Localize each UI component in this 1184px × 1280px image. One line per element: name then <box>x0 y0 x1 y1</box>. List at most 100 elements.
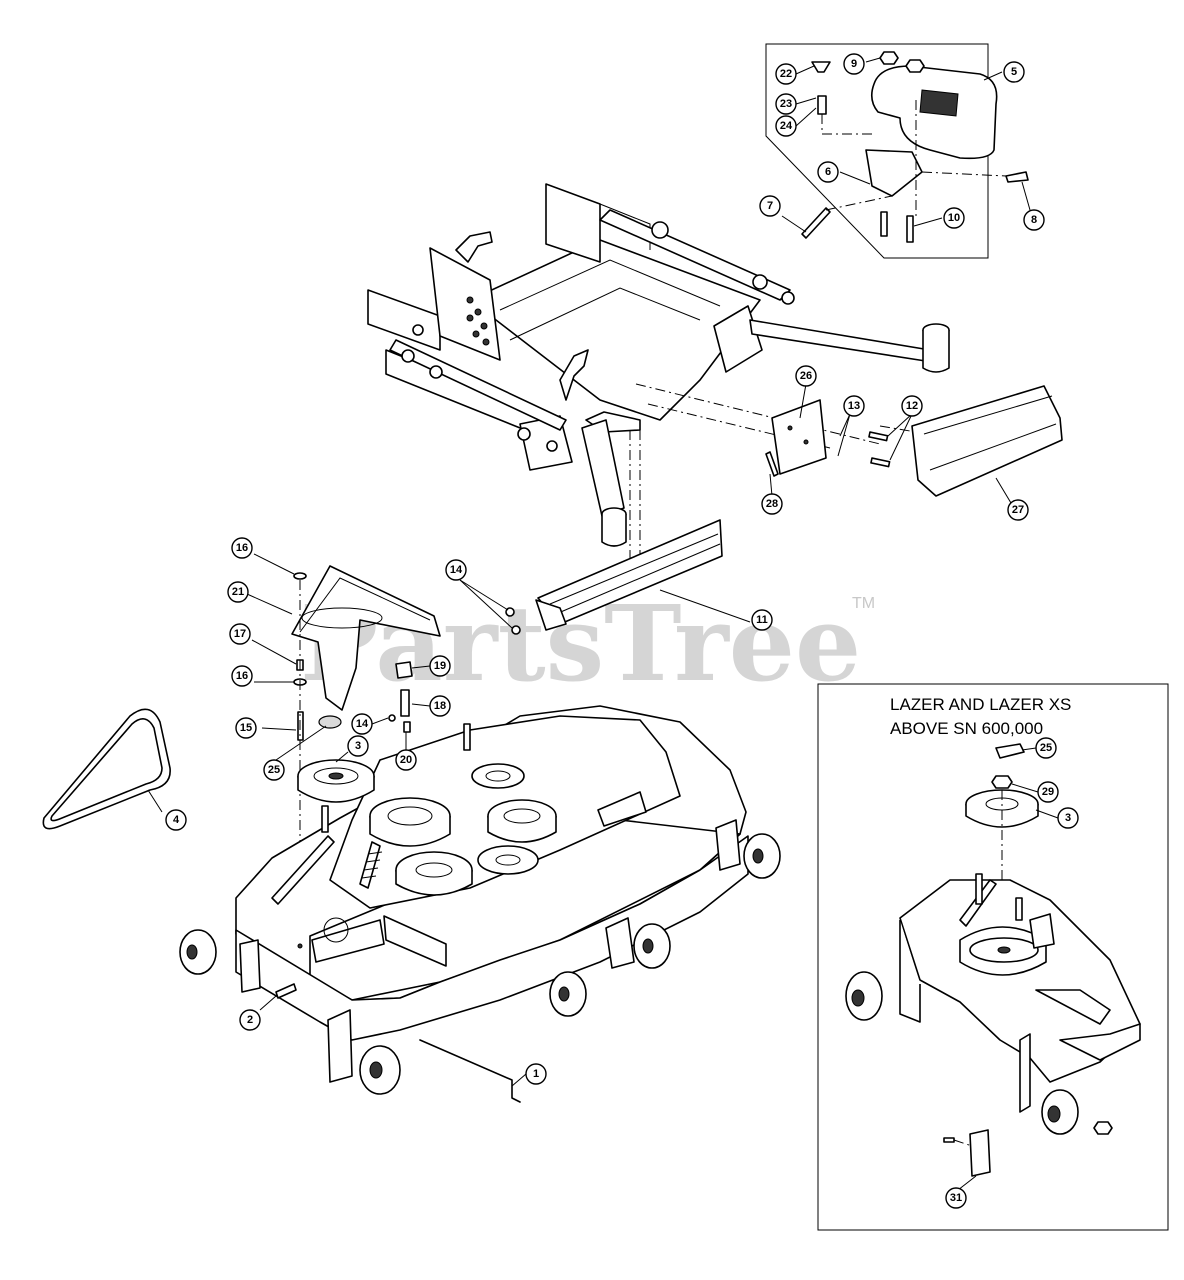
callout-10: 10 <box>943 207 965 229</box>
belt-4 <box>42 708 171 830</box>
center-column <box>581 419 625 517</box>
svg-text:14: 14 <box>356 718 369 730</box>
svg-text:26: 26 <box>800 370 812 382</box>
svg-text:21: 21 <box>232 586 244 598</box>
svg-text:18: 18 <box>434 700 446 712</box>
svg-text:19: 19 <box>434 660 446 672</box>
svg-text:20: 20 <box>400 754 412 766</box>
inset-title-line2: ABOVE SN 600,000 <box>890 719 1043 738</box>
seat-bracket <box>865 149 923 197</box>
callout-19: 19 <box>429 655 451 677</box>
svg-text:4: 4 <box>173 814 180 826</box>
cap-25 <box>318 715 342 729</box>
pulley-right-low <box>477 845 539 875</box>
callout-1: 1 <box>525 1063 547 1085</box>
callout-inset-25: 25 <box>1035 737 1057 759</box>
callout-12: 12 <box>901 395 923 417</box>
callout-7: 7 <box>759 195 781 217</box>
shield-27 <box>911 385 1063 497</box>
callout-9: 9 <box>843 53 865 75</box>
callout-5: 5 <box>1003 61 1025 83</box>
callouts: 1 2 3 4 5 6 7 8 9 10 11 12 13 14 14 15 1… <box>147 53 1079 1209</box>
pin-2 <box>275 983 297 999</box>
bolt-20 <box>403 721 411 733</box>
svg-text:16: 16 <box>236 542 248 554</box>
svg-text:15: 15 <box>240 722 252 734</box>
callout-inset-29: 29 <box>1037 781 1059 803</box>
svg-text:11: 11 <box>756 614 768 626</box>
lever-right <box>559 349 589 401</box>
svg-text:1: 1 <box>533 1068 539 1080</box>
frame-assembly <box>367 183 950 547</box>
inset-cap-25 <box>995 743 1025 759</box>
inset-box: LAZER AND LAZER XS ABOVE SN 600,000 <box>817 683 1169 1231</box>
pin-28 <box>765 451 779 477</box>
rod-1 <box>419 1039 521 1103</box>
svg-text:9: 9 <box>851 58 857 70</box>
spring-24 <box>817 95 827 115</box>
mower-deck <box>235 705 749 1041</box>
callout-21: 21 <box>227 581 249 603</box>
svg-text:23: 23 <box>780 98 792 110</box>
callout-8: 8 <box>1023 209 1045 231</box>
svg-text:25: 25 <box>268 764 280 776</box>
svg-text:5: 5 <box>1011 66 1017 78</box>
callout-24: 24 <box>775 115 797 137</box>
callout-28: 28 <box>761 493 783 515</box>
callout-4: 4 <box>165 809 187 831</box>
svg-text:29: 29 <box>1042 786 1054 798</box>
seat-detail-box <box>765 43 1029 259</box>
svg-text:3: 3 <box>1065 812 1071 824</box>
pulley-right-mid <box>487 799 557 843</box>
callout-22: 22 <box>775 63 797 85</box>
knob-22 <box>811 61 831 73</box>
svg-text:25: 25 <box>1040 742 1052 754</box>
pulley-right-top <box>471 763 525 789</box>
callout-11: 11 <box>751 609 773 631</box>
svg-text:2: 2 <box>247 1014 253 1026</box>
svg-text:13: 13 <box>848 400 860 412</box>
callout-23: 23 <box>775 93 797 115</box>
bracket-26 <box>771 399 827 475</box>
svg-text:3: 3 <box>355 740 361 752</box>
pulley-center <box>369 797 451 847</box>
callout-16-top: 16 <box>231 537 253 559</box>
lever-left <box>455 231 493 263</box>
callout-3: 3 <box>347 735 369 757</box>
svg-text:8: 8 <box>1031 214 1037 226</box>
callout-inset-3: 3 <box>1057 807 1079 829</box>
bolt-10 <box>880 211 914 243</box>
callout-26: 26 <box>795 365 817 387</box>
svg-text:16: 16 <box>236 670 248 682</box>
callout-20: 20 <box>395 749 417 771</box>
callout-6: 6 <box>817 161 839 183</box>
bracket-19 <box>395 661 413 679</box>
svg-text:14: 14 <box>450 564 463 576</box>
left-plate <box>429 247 501 361</box>
deck-wheels <box>179 819 781 1095</box>
right-arm <box>749 319 933 363</box>
callout-13: 13 <box>843 395 865 417</box>
svg-text:12: 12 <box>906 400 918 412</box>
svg-text:27: 27 <box>1012 504 1024 516</box>
clip-8 <box>1005 171 1029 183</box>
pulley-left-low <box>395 851 473 896</box>
callout-17: 17 <box>229 623 251 645</box>
pulley-3 <box>297 759 375 803</box>
callout-inset-31: 31 <box>945 1187 967 1209</box>
svg-text:7: 7 <box>767 200 773 212</box>
bracket-31 <box>969 1129 991 1177</box>
callout-18: 18 <box>429 695 451 717</box>
callout-15: 15 <box>235 717 257 739</box>
callout-16-mid: 16 <box>231 665 253 687</box>
callout-27: 27 <box>1007 499 1029 521</box>
bracket-18 <box>400 689 410 717</box>
callout-14-deck: 14 <box>351 713 373 735</box>
svg-text:10: 10 <box>948 212 960 224</box>
callout-14-top: 14 <box>445 559 467 581</box>
svg-text:6: 6 <box>825 166 831 178</box>
svg-text:28: 28 <box>766 498 778 510</box>
callout-2: 2 <box>239 1009 261 1031</box>
svg-text:17: 17 <box>234 628 246 640</box>
